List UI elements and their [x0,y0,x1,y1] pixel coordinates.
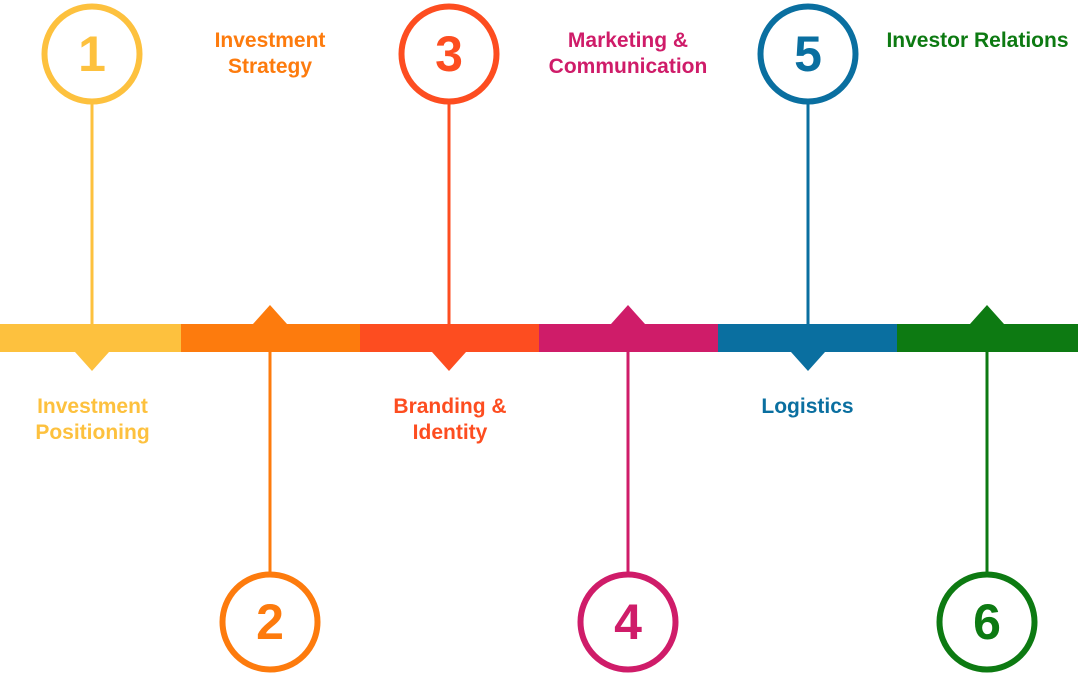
step-number-1: 1 [78,26,106,82]
segment-pointer-1 [75,352,109,371]
step-number-2: 2 [256,594,284,650]
step-circle-6 [936,571,1038,673]
timeline-segment-5 [718,324,897,352]
step-label-2: Investment Strategy [214,29,326,78]
segment-pointer-6 [970,305,1004,324]
step-number-5: 5 [794,26,822,82]
step-circle-4 [577,571,679,673]
step-circle-5 [757,3,859,105]
segment-pointer-5 [791,352,825,371]
timeline-segment-3 [360,324,539,352]
step-label-6: Investor Relations [886,29,1069,52]
step-number-4: 4 [614,594,642,650]
step-number-3: 3 [435,26,463,82]
step-circle-1 [41,3,143,105]
timeline-segment-1 [0,324,181,352]
step-circle-3 [398,3,500,105]
step-label-3: Branding & Identity [393,395,507,444]
segment-pointer-2 [253,305,287,324]
timeline-segment-6 [897,324,1078,352]
segment-pointer-3 [432,352,466,371]
step-label-5: Logistics [761,395,854,418]
timeline-segment-2 [181,324,360,352]
timeline-segment-4 [539,324,718,352]
step-circle-2 [219,571,321,673]
step-label-4: Marketing & Communication [548,29,708,78]
step-number-6: 6 [973,594,1001,650]
segment-pointer-4 [611,305,645,324]
step-label-1: Investment Positioning [35,395,150,444]
